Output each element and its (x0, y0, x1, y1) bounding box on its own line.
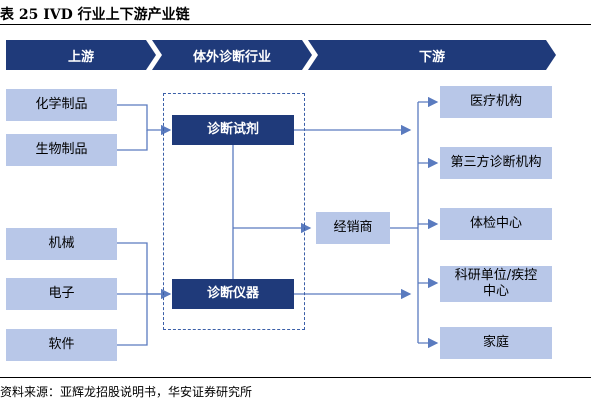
midstream-instruments: 诊断仪器 (172, 279, 294, 309)
top-rule (0, 24, 591, 25)
downstream-item-home: 家庭 (440, 327, 552, 359)
downstream-item-checkup: 体检中心 (440, 208, 552, 240)
source-note: 资料来源：亚辉龙招股说明书，华安证券研究所 (0, 385, 253, 399)
chevron-midstream-icon (152, 40, 312, 70)
diagram-title: 表 25 IVD 行业上下游产业链 (0, 7, 190, 23)
upstream-item-electronics: 电子 (6, 278, 117, 310)
midstream-dashed-group (163, 93, 305, 330)
upstream-item-chemicals: 化学制品 (6, 89, 117, 121)
header-midstream: 体外诊断行业 (152, 40, 312, 70)
header-upstream-label: 上游 (67, 49, 94, 65)
chevron-upstream-icon (6, 40, 156, 70)
downstream-item-research: 科研单位/疾控中心 (440, 266, 552, 302)
downstream-item-medical: 医疗机构 (440, 86, 552, 118)
upstream-item-software: 软件 (6, 329, 117, 361)
upstream-item-machinery: 机械 (6, 228, 117, 260)
upstream-item-biologics: 生物制品 (6, 134, 117, 166)
midstream-reagents: 诊断试剂 (172, 115, 294, 145)
header-midstream-label: 体外诊断行业 (192, 49, 271, 65)
bottom-rule (0, 377, 591, 378)
distributor-box: 经销商 (316, 212, 390, 244)
downstream-item-third-party: 第三方诊断机构 (440, 147, 552, 179)
header-downstream: 下游 (308, 40, 556, 70)
header-upstream: 上游 (6, 40, 156, 70)
chevron-downstream-icon (308, 40, 556, 70)
header-downstream-label: 下游 (418, 49, 445, 65)
